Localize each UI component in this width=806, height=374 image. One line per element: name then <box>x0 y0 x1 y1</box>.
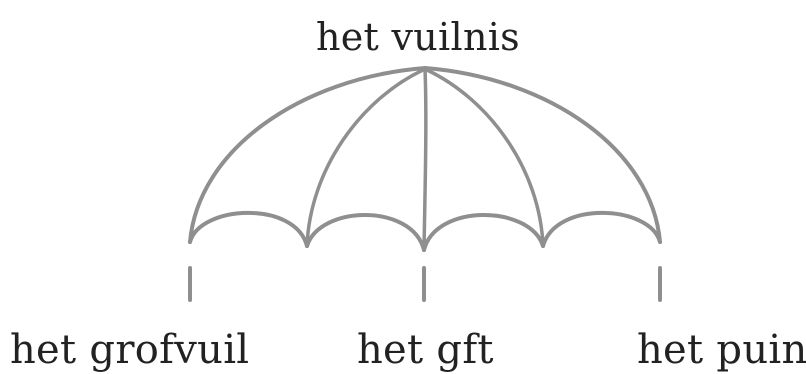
bottom-label-left: het grofvuil <box>10 327 250 373</box>
top-label: het vuilnis <box>316 15 520 59</box>
umbrella-rib-center <box>422 67 428 252</box>
bottom-label-center: het gft <box>357 327 494 373</box>
bottom-label-right: het puin <box>637 327 806 373</box>
umbrella-hem-scallop-4 <box>541 210 662 248</box>
umbrella-rib-left <box>305 68 425 248</box>
umbrella-hem-scallop-1 <box>188 210 309 248</box>
umbrella-rib-right <box>425 68 545 248</box>
umbrella-hem-scallop-3 <box>422 213 545 252</box>
umbrella-hem-scallop-2 <box>305 213 426 252</box>
